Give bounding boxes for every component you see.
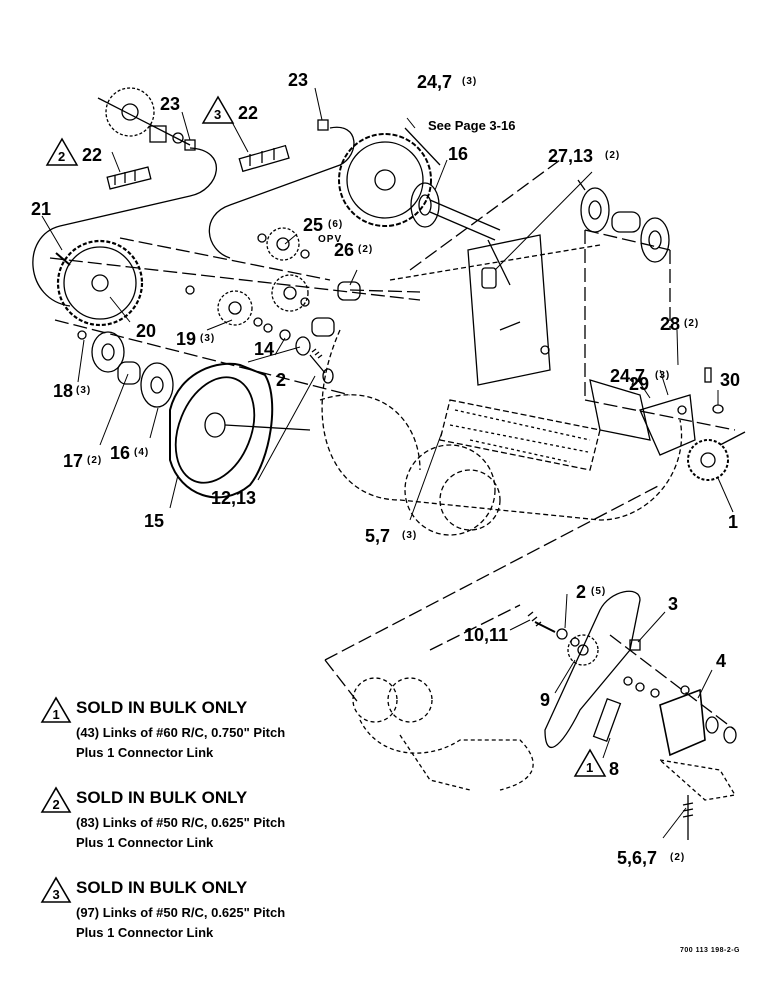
callout-19: 19 bbox=[176, 329, 196, 349]
callout-29: 29 bbox=[629, 374, 649, 394]
lower-drive-assembly bbox=[527, 590, 737, 840]
callout-18-qty: (3) bbox=[76, 385, 91, 396]
legend-note-3: 3 SOLD IN BULK ONLY (97) Links of #50 R/… bbox=[40, 876, 480, 966]
callout-14: 14 bbox=[254, 339, 274, 359]
callout-5-6-7: 5,6,7 bbox=[617, 848, 657, 868]
legend-note-1: 1 SOLD IN BULK ONLY (43) Links of #60 R/… bbox=[40, 696, 480, 786]
callout-28: 28 bbox=[660, 314, 680, 334]
drawing-number: 700 113 198-2-G bbox=[679, 947, 740, 954]
note-flag-icon: 3 bbox=[40, 876, 72, 903]
callout-16-lower: 16 bbox=[110, 443, 130, 463]
note-flag-number: 1 bbox=[53, 707, 60, 722]
callout-5-7-qty: (3) bbox=[402, 530, 417, 541]
callout-22-center: 22 bbox=[238, 103, 258, 123]
callout-23-right: 23 bbox=[288, 70, 308, 90]
callout-labels: 23 23 24,7 (3) See Page 3-16 16 2 22 3 2… bbox=[31, 70, 740, 868]
shaft-assembly-27-13 bbox=[577, 179, 670, 263]
callout-22-left: 22 bbox=[82, 145, 102, 165]
chain-loop-22-left bbox=[32, 139, 218, 307]
slat-assembly bbox=[439, 379, 651, 471]
note-flag-icon: 1 bbox=[40, 696, 72, 723]
bearing-hub-16-17 bbox=[77, 330, 174, 408]
see-page-note: See Page 3-16 bbox=[428, 118, 515, 133]
callout-16-top: 16 bbox=[448, 144, 468, 164]
mounting-plate bbox=[467, 234, 551, 386]
bracket-29 bbox=[639, 367, 724, 456]
legend-line-1: (83) Links of #50 R/C, 0.625" Pitch bbox=[76, 815, 286, 830]
callout-27-13: 27,13 bbox=[548, 146, 593, 166]
callout-5-6-7-qty: (2) bbox=[670, 852, 685, 863]
callout-17: 17 bbox=[63, 451, 83, 471]
callout-26-qty: (2) bbox=[358, 244, 373, 255]
upper-left-drive-assembly bbox=[97, 87, 191, 146]
callout-24-7-top: 24,7 bbox=[417, 72, 452, 92]
centerlines bbox=[49, 159, 736, 731]
callout-18: 18 bbox=[53, 381, 73, 401]
bolt-12-13 bbox=[309, 348, 334, 384]
legend-line-2: Plus 1 Connector Link bbox=[76, 925, 214, 940]
legend-line-2: Plus 1 Connector Link bbox=[76, 835, 214, 850]
sprocket-1 bbox=[687, 431, 746, 481]
callout-22-left-flag: 2 bbox=[58, 149, 65, 164]
callout-triangles bbox=[45, 95, 607, 777]
callout-25-qty: (6) bbox=[328, 219, 343, 230]
callout-15: 15 bbox=[144, 511, 164, 531]
callout-8-flag: 1 bbox=[586, 760, 593, 775]
callout-16-lower-qty: (4) bbox=[134, 447, 149, 458]
callout-9: 9 bbox=[540, 690, 550, 710]
callout-20: 20 bbox=[136, 321, 156, 341]
callout-1: 1 bbox=[728, 512, 738, 532]
sprocket-20 bbox=[55, 239, 144, 327]
callout-17-qty: (2) bbox=[87, 455, 102, 466]
callout-22-center-flag: 3 bbox=[214, 107, 221, 122]
callout-24-7-top-qty: (3) bbox=[462, 76, 477, 87]
leader-lines bbox=[41, 87, 734, 839]
callout-5-7: 5,7 bbox=[365, 526, 390, 546]
legend-line-2: Plus 1 Connector Link bbox=[76, 745, 214, 760]
callout-30: 30 bbox=[720, 370, 740, 390]
legend-title: SOLD IN BULK ONLY bbox=[76, 788, 248, 807]
legend-line-1: (43) Links of #60 R/C, 0.750" Pitch bbox=[76, 725, 286, 740]
callout-12-13: 12,13 bbox=[211, 488, 256, 508]
callout-23-left: 23 bbox=[160, 94, 180, 114]
callout-8: 8 bbox=[609, 759, 619, 779]
housing-outline bbox=[319, 244, 683, 536]
legend-title: SOLD IN BULK ONLY bbox=[76, 698, 248, 717]
callout-25: 25 bbox=[303, 215, 323, 235]
callout-26: 26 bbox=[334, 240, 354, 260]
callout-19-qty: (3) bbox=[200, 333, 215, 344]
callout-24-7-right-qty: (3) bbox=[655, 370, 670, 381]
callout-2-mid: 2 bbox=[276, 370, 286, 390]
callout-2-lower: 2 bbox=[576, 582, 586, 602]
lower-left-machinery bbox=[352, 677, 534, 791]
callout-opv: OPV bbox=[318, 234, 342, 245]
sprocket-16-assembly bbox=[338, 127, 501, 241]
pulley-15 bbox=[169, 362, 311, 499]
legend-title: SOLD IN BULK ONLY bbox=[76, 878, 248, 897]
callout-2-lower-qty: (5) bbox=[591, 586, 606, 597]
callout-28-qty: (2) bbox=[684, 318, 699, 329]
callout-3: 3 bbox=[668, 594, 678, 614]
callout-21: 21 bbox=[31, 199, 51, 219]
note-flag-icon: 2 bbox=[40, 786, 72, 813]
callout-24-7-right: 24,7 bbox=[610, 366, 645, 386]
callout-27-13-qty: (2) bbox=[605, 150, 620, 161]
legend-notes: 1 SOLD IN BULK ONLY (43) Links of #60 R/… bbox=[40, 696, 480, 966]
note-flag-number: 2 bbox=[53, 797, 60, 812]
note-flag-number: 3 bbox=[53, 887, 60, 902]
callout-10-11: 10,11 bbox=[464, 625, 508, 645]
callout-4: 4 bbox=[716, 651, 726, 671]
legend-line-1: (97) Links of #50 R/C, 0.625" Pitch bbox=[76, 905, 286, 920]
legend-note-2: 2 SOLD IN BULK ONLY (83) Links of #50 R/… bbox=[40, 786, 480, 876]
chain-loop-22-center bbox=[208, 119, 355, 259]
sprockets-19-25 bbox=[185, 227, 361, 356]
